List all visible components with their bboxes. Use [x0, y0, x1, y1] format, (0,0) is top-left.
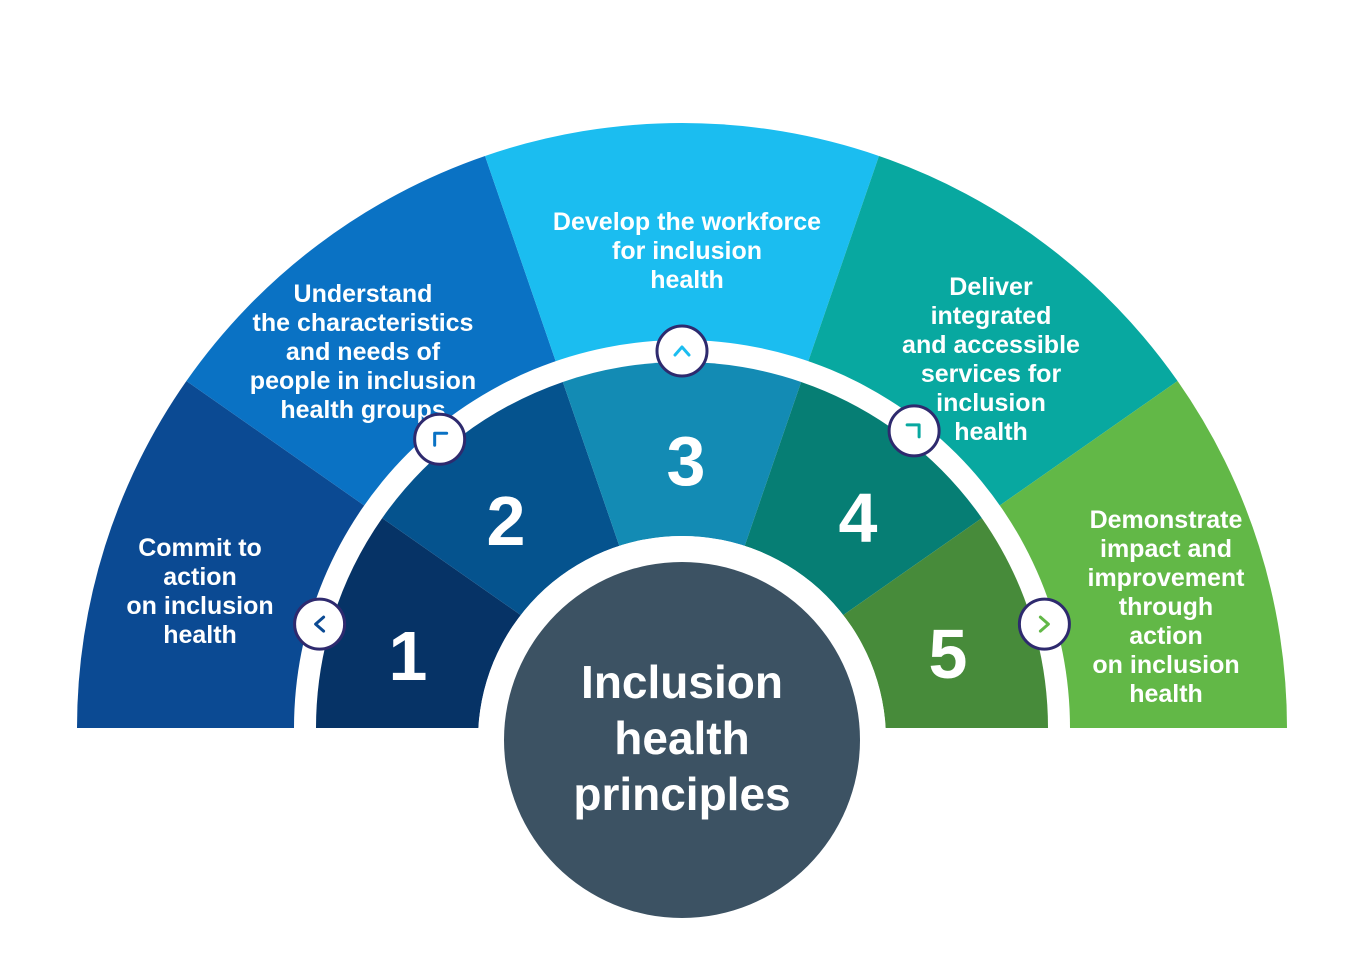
principle-3-line-3: health [650, 266, 724, 294]
principle-2-line-1: Understand [294, 280, 433, 308]
principle-4-line-1: Deliver [949, 273, 1033, 301]
principle-1-line-3: on inclusion [126, 592, 273, 620]
principle-5-line-5: action [1129, 622, 1203, 650]
arrow-marker-4 [887, 404, 941, 458]
principle-number-2: 2 [487, 482, 526, 560]
center-circle [504, 562, 860, 918]
principle-3-line-1: Develop the workforce [553, 208, 821, 236]
principle-5-line-6: on inclusion [1092, 651, 1239, 679]
title-line-2: health [614, 712, 749, 764]
chevron-up-left-icon [433, 431, 449, 447]
title-line-3: principles [573, 768, 790, 820]
principle-2-line-3: and needs of [286, 338, 441, 366]
arrow-circle-5 [1017, 597, 1071, 651]
principle-5-line-2: impact and [1100, 535, 1232, 563]
principle-5-line-1: Demonstrate [1090, 506, 1243, 534]
arrow-marker-3 [655, 324, 709, 378]
principle-4-line-2: integrated [931, 302, 1052, 330]
chevron-left-icon [314, 615, 326, 633]
title-line-1: Inclusion [581, 656, 783, 708]
chevron-up-icon [673, 345, 691, 357]
principle-1-line-4: health [163, 621, 237, 649]
chevron-up-right-icon [905, 423, 921, 439]
principle-2-line-4: people in inclusion [250, 367, 476, 395]
principle-4-line-5: inclusion [936, 389, 1046, 417]
arrow-circle-2 [413, 412, 467, 466]
principle-5-line-7: health [1129, 680, 1203, 708]
arrow-marker-1 [293, 597, 347, 651]
principle-4-line-6: health [954, 418, 1028, 446]
arrow-marker-2 [413, 412, 467, 466]
principle-3-line-2: for inclusion [612, 237, 762, 265]
chevron-right-icon [1038, 615, 1050, 633]
principle-2-line-5: health groups [280, 396, 445, 424]
principle-number-3: 3 [667, 422, 706, 500]
principle-5-line-4: through [1119, 593, 1213, 621]
principle-number-1: 1 [389, 617, 428, 695]
principle-number-5: 5 [929, 615, 968, 693]
principle-number-4: 4 [839, 479, 878, 557]
principle-1-line-1: Commit to [138, 534, 262, 562]
principle-2-line-2: the characteristics [253, 309, 474, 337]
principle-4-line-3: and accessible [902, 331, 1080, 359]
arrow-circle-4 [887, 404, 941, 458]
arrow-marker-5 [1017, 597, 1071, 651]
principle-1-line-2: action [163, 563, 237, 591]
arrow-circle-1 [293, 597, 347, 651]
principle-5-line-3: improvement [1088, 564, 1246, 592]
principle-4-line-4: services for [921, 360, 1062, 388]
arrow-circle-3 [655, 324, 709, 378]
